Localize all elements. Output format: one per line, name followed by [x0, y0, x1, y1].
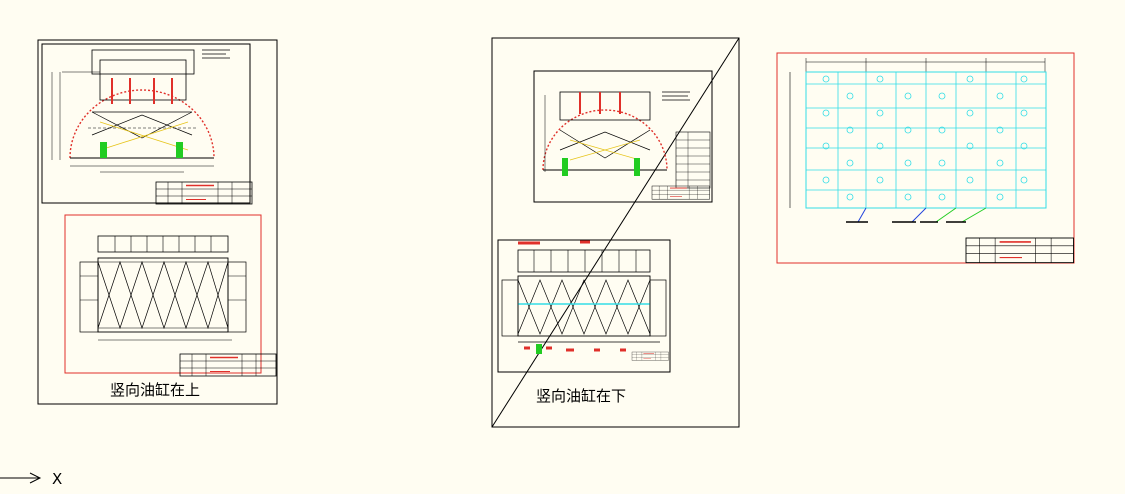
sheet-2[interactable]: 竖向油缸在下 — [491, 37, 740, 428]
sheet-2-cancel-line — [491, 37, 740, 428]
sheet-3[interactable] — [776, 52, 1075, 264]
sheet-1-cross-section[interactable] — [41, 43, 253, 205]
sheet-1[interactable]: 竖向油缸在上 — [37, 39, 278, 405]
sheet-2-border — [491, 37, 740, 428]
sheet-2-cross-section[interactable] — [533, 70, 713, 203]
ucs-icon: X — [0, 470, 62, 488]
sheet-2-caption: 竖向油缸在下 — [536, 387, 626, 405]
sheet-3-border — [776, 52, 1075, 264]
sheet-3-plan-grid[interactable] — [789, 58, 1047, 223]
sheet-1-border — [37, 39, 278, 405]
sheet-2-elevation[interactable] — [497, 239, 671, 373]
sheet-1-caption: 竖向油缸在上 — [110, 381, 200, 399]
ucs-x-label: X — [52, 470, 62, 488]
sheet-1-elevation[interactable] — [64, 214, 277, 377]
